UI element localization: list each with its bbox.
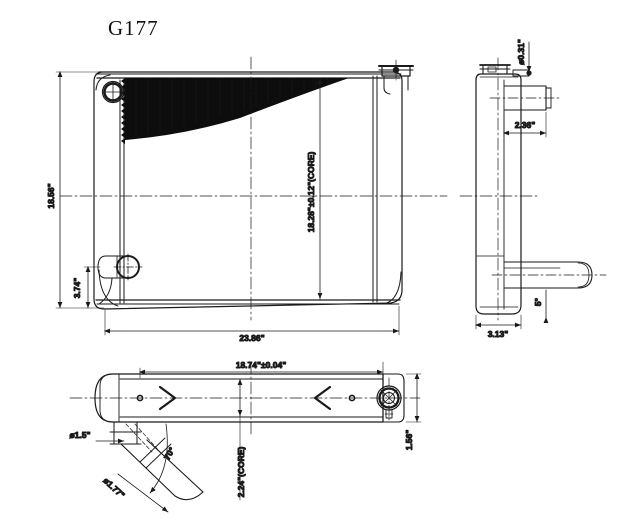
- front-core-fin-fill: [125, 78, 349, 140]
- front-filler-neck: [378, 59, 414, 95]
- bottom-view: [69, 361, 421, 501]
- dim-side-outlet-angle: 5°: [533, 297, 543, 306]
- dim-bottom-core-width: 18.74"±0.04": [236, 360, 287, 370]
- dim-side-inlet-diameter: ø0.31": [516, 39, 526, 65]
- front-filler-cap-dot: [392, 66, 400, 74]
- dim-bottom-outlet-diameter-upper: ø1.5": [69, 430, 90, 440]
- dim-bottom-neck-height: 1.56": [404, 430, 414, 451]
- front-corner-arc-tl: [95, 74, 111, 91]
- bottom-view-dimensions: 18.74"±0.04" 2.24"(CORE) 1.56" ø1.5" ø1.…: [69, 360, 422, 513]
- side-lower-outlet: [491, 261, 607, 289]
- side-outline: [475, 73, 522, 315]
- front-corner-arc-br: [383, 271, 402, 305]
- bottom-right-tank: [382, 373, 405, 423]
- dim-front-overall-width: 23.86": [239, 333, 264, 343]
- bottom-angled-tube-b: [146, 439, 204, 493]
- front-fin-serration: [121, 78, 125, 144]
- dim-front-lower-offset: 3.74": [72, 278, 82, 299]
- dim-bottom-core-depth: 2.24"(CORE): [236, 446, 246, 497]
- bottom-angled-tube-a: [120, 443, 176, 497]
- dim-side-overall-depth: 3.13": [488, 329, 509, 339]
- dim-bottom-angle-arc: [149, 423, 168, 494]
- side-filler-neck: [479, 64, 511, 75]
- dim-bottom-outlet-angle: 70°: [162, 445, 177, 462]
- dim-front-overall-height: 18.56": [46, 183, 56, 208]
- front-lower-port-transition: [98, 277, 113, 305]
- front-view: [59, 56, 448, 321]
- side-view-dimensions: ø0.31" 2.36" 3.13" 5°: [475, 39, 549, 340]
- front-upper-port-circle: [101, 80, 125, 104]
- dim-bottom-dia-lower-line: [117, 473, 169, 513]
- dim-bottom-outlet-diameter-lower: ø1.77": [101, 475, 127, 500]
- side-upper-inlet: [489, 69, 563, 111]
- side-view: [459, 57, 607, 321]
- bottom-angled-tube-end: [174, 491, 204, 501]
- dim-side-inlet-offset: 2.36": [515, 120, 536, 130]
- dim-front-core-height: 18.28"±0.12"(CORE): [306, 151, 316, 232]
- page-title: G177: [108, 16, 159, 40]
- front-core-tubes: [135, 78, 329, 137]
- front-view-dimensions: 18.56" 3.74" 18.28"±0.12"(CORE) 23.86": [46, 71, 400, 344]
- bottom-outlet-assembly: [109, 421, 204, 501]
